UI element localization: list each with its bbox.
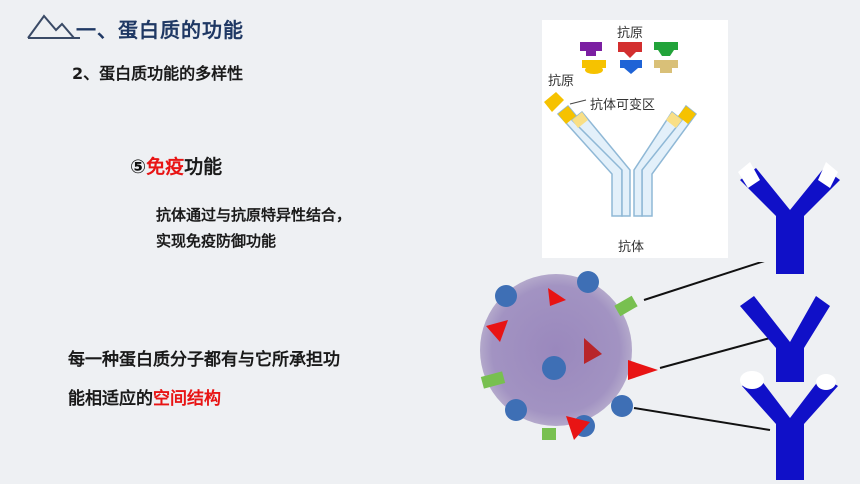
antibody-drawing — [544, 42, 698, 217]
antibody-icon — [738, 162, 840, 274]
antigen-triangle — [486, 320, 508, 342]
antibody-icon — [740, 296, 830, 382]
antigen-shape-red — [618, 42, 642, 58]
paragraph-line-1: 每一种蛋白质分子都有与它所承担功 — [68, 350, 340, 370]
antigen-shape-purple — [580, 42, 602, 56]
pathogen-illustration — [480, 262, 771, 440]
antibody-icons — [738, 162, 840, 480]
paragraph-line-2: 能相适应的空间结构 — [68, 384, 221, 409]
antigen-triangle — [548, 288, 566, 306]
immune-rest: 功能 — [184, 156, 223, 178]
antigen-rect — [614, 295, 638, 317]
surface-knob — [577, 271, 599, 293]
antibody-icon — [740, 371, 838, 480]
item-number: ⑤ — [130, 156, 147, 178]
bound-antigen — [544, 92, 564, 112]
immune-highlight: 免疫 — [146, 156, 185, 178]
antigen-rect — [542, 428, 556, 440]
antigen-side-label: 抗原 — [548, 74, 575, 89]
antigen-shape-green — [654, 42, 678, 56]
page-title: 一、蛋白质的功能 — [76, 18, 244, 42]
antigen-triangle — [584, 338, 602, 364]
antigen-top-label: 抗原 — [617, 26, 644, 41]
structure-highlight: 空间结构 — [153, 389, 221, 409]
variable-region-label: 抗体可变区 — [590, 98, 656, 113]
paragraph-line-2-text: 能相适应的 — [68, 389, 153, 409]
antigen-triangle — [566, 416, 590, 440]
surface-knob — [611, 395, 633, 417]
immune-function-heading: ⑤免疫功能 — [130, 152, 222, 179]
mountain-icon — [27, 14, 80, 39]
description-line-2: 实现免疫防御功能 — [156, 232, 277, 250]
antigen-shape-blue — [620, 60, 642, 74]
pathogen-cell — [480, 274, 632, 426]
surface-knob — [542, 356, 566, 380]
section-subtitle: 2、蛋白质功能的多样性 — [72, 64, 244, 83]
surface-knob — [505, 399, 527, 421]
antigen-shape-yellow — [582, 60, 606, 74]
antigen-shape-tan — [654, 60, 678, 73]
description-line-1: 抗体通过与抗原特异性结合， — [156, 206, 352, 224]
antigen-triangle — [628, 360, 658, 380]
antibody-diagram: 抗原 抗原 抗体可变区 抗体 — [542, 20, 728, 258]
antibody-label: 抗体 — [618, 240, 645, 255]
antigen-rect — [480, 371, 506, 389]
surface-knob — [495, 285, 517, 307]
